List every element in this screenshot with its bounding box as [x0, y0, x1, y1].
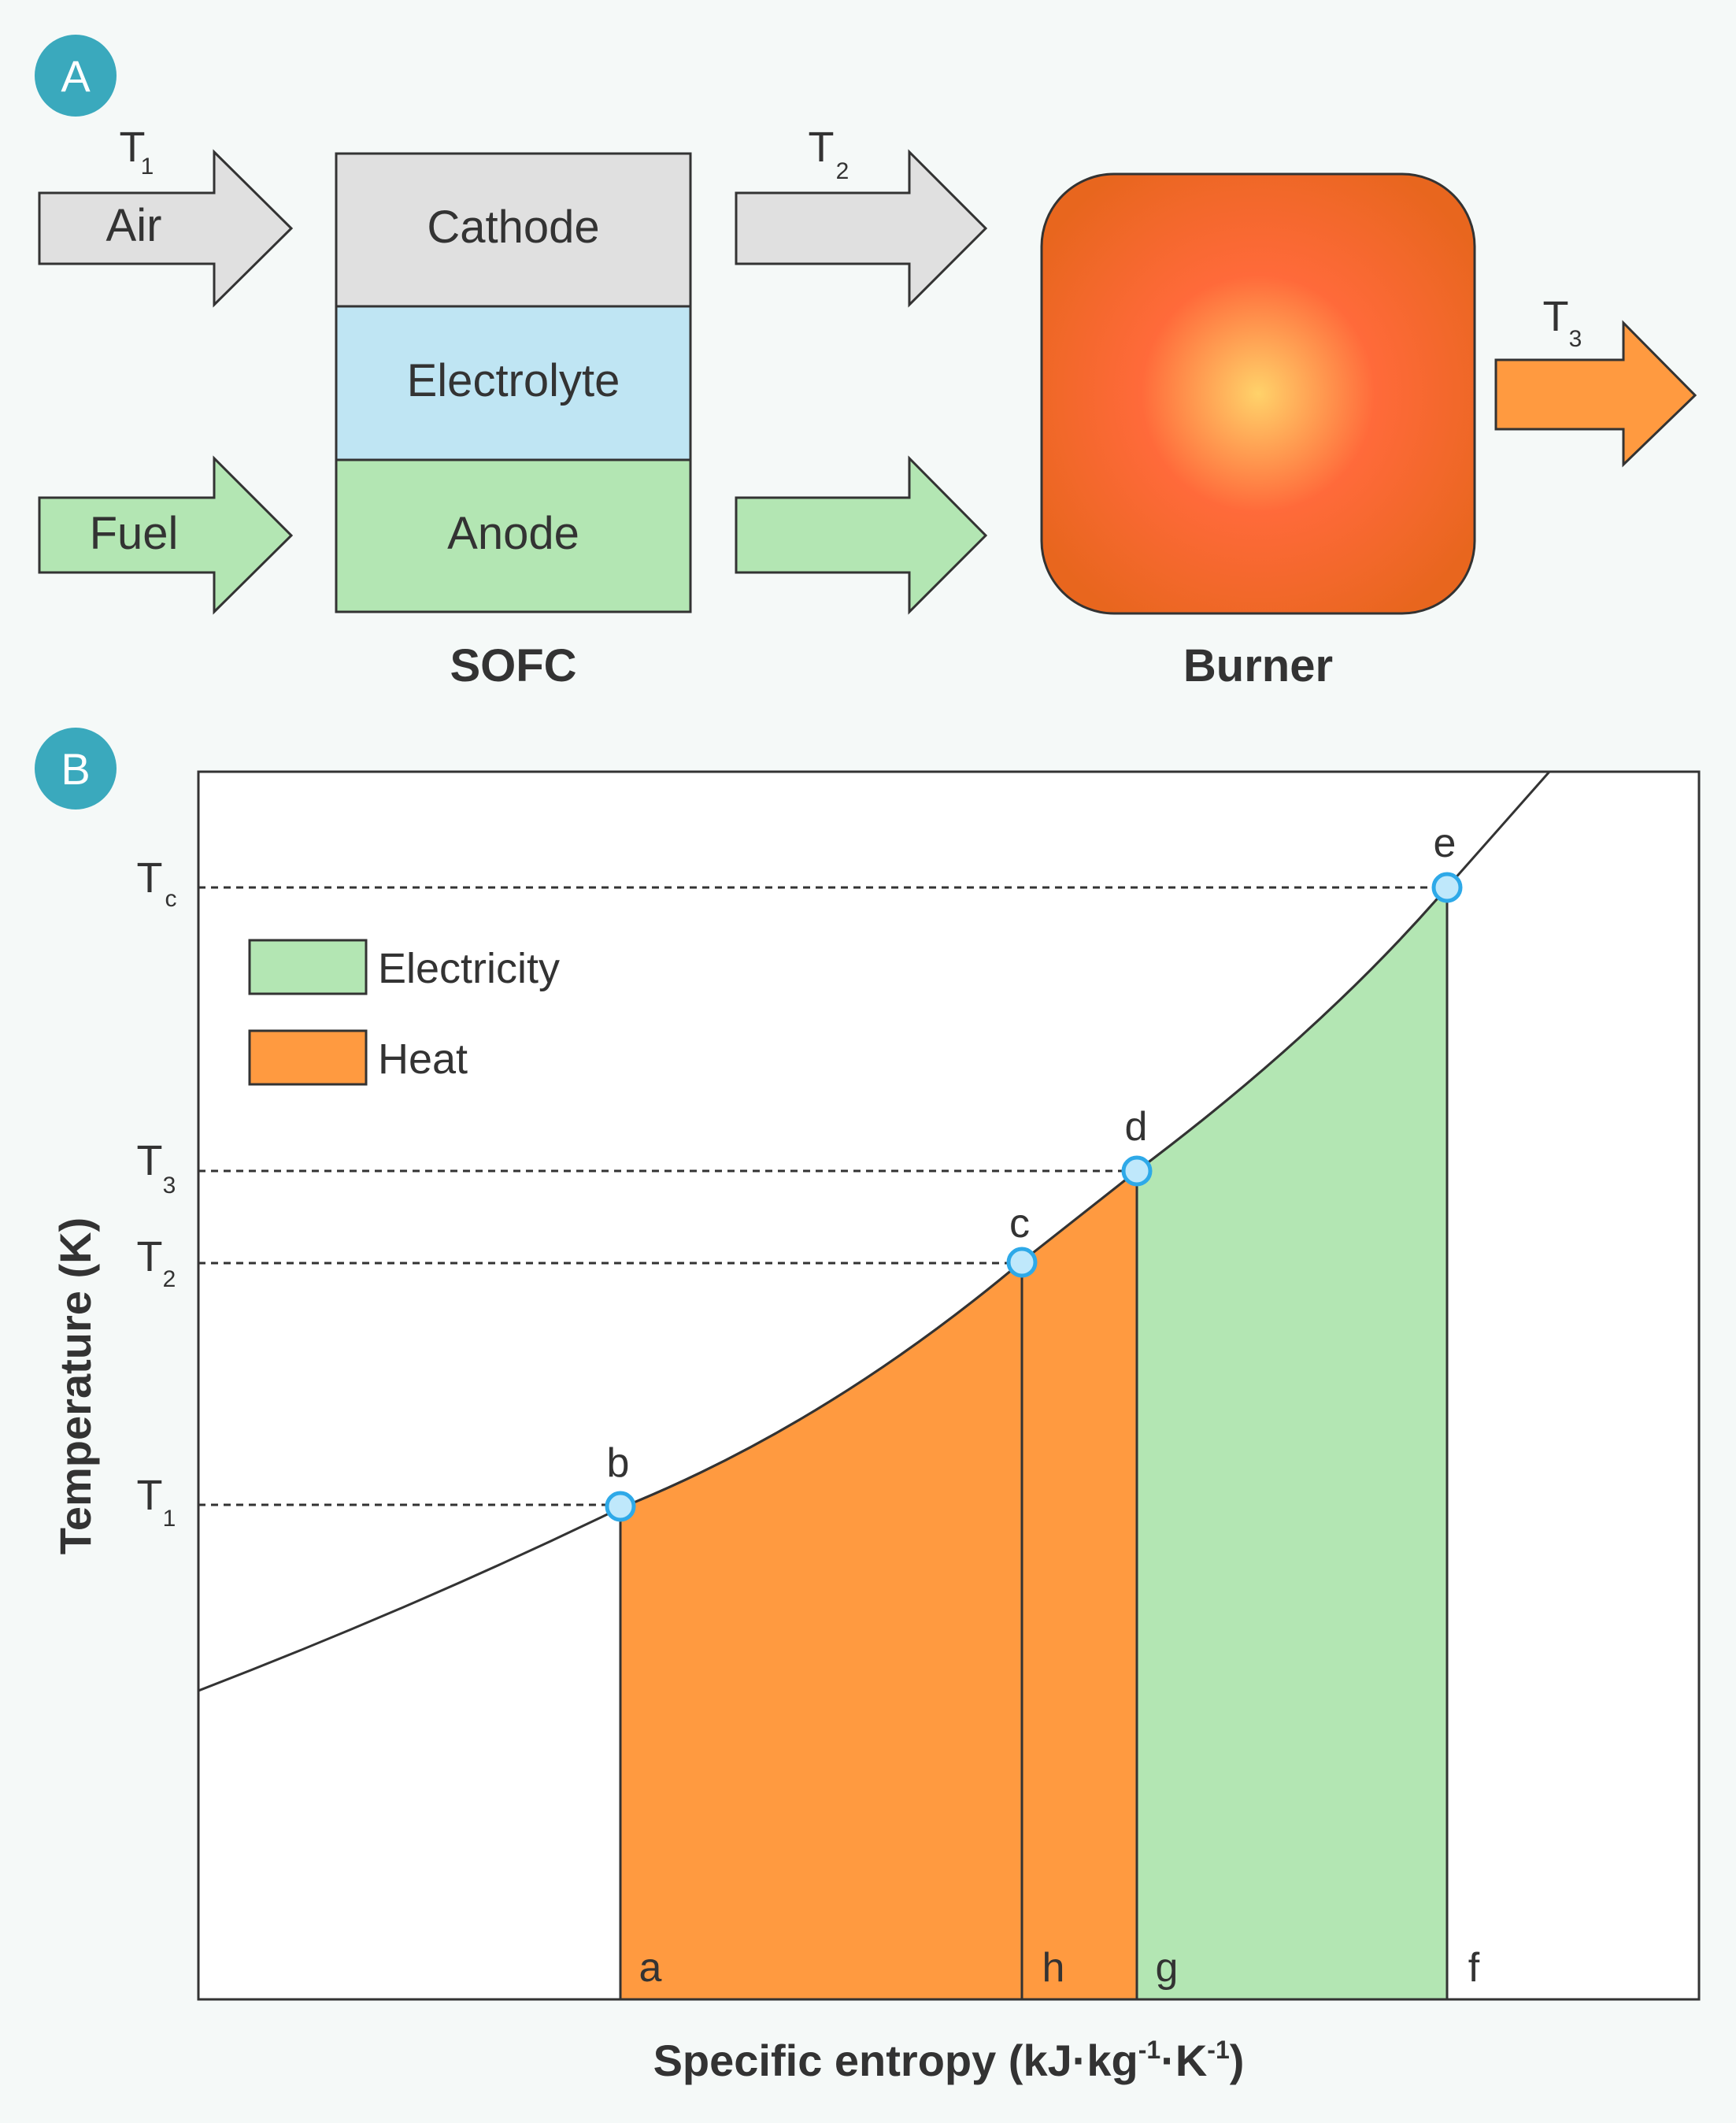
cathode-exhaust-temp-sub: 2 — [836, 158, 849, 184]
y-tick-t3-main: T — [137, 1137, 163, 1184]
fuel-inlet-label: Fuel — [90, 508, 179, 559]
cathode-exhaust-temperature: T 2 — [809, 124, 849, 184]
y-tick-tc-main: T — [137, 854, 163, 902]
air-inlet-arrow: Air — [38, 149, 294, 308]
cathode-layer — [335, 152, 692, 308]
state-point-c-label: c — [1009, 1201, 1030, 1247]
legend-swatch-electricity — [248, 939, 368, 995]
electrolyte-label: Electrolyte — [407, 355, 620, 406]
y-axis-label: Temperature (K) — [50, 1217, 100, 1554]
legend-item-electricity: Electricity — [248, 939, 560, 995]
burner-exhaust-temp-sub: 3 — [1569, 326, 1582, 352]
anode-exhaust-arrow — [735, 455, 988, 615]
entropy-mark-a: a — [639, 1945, 662, 1991]
entropy-mark-g: g — [1156, 1945, 1179, 1991]
panel-a-badge: A — [35, 35, 117, 117]
panel-b: B T c T 3 T 2 — [35, 728, 1701, 2085]
temperature-entropy-curve — [198, 771, 1551, 1692]
state-point-b-label: b — [607, 1440, 630, 1486]
legend: Electricity Heat — [248, 939, 560, 1086]
anode-label: Anode — [447, 508, 579, 559]
state-point-e: e — [1431, 821, 1463, 903]
burner-box — [1040, 172, 1476, 615]
fuel-inlet-arrow: Fuel — [38, 455, 294, 615]
x-axis-label-sup1: -1 — [1138, 2036, 1160, 2064]
panel-a-badge-label: A — [61, 51, 91, 101]
cathode-exhaust-arrow — [735, 149, 988, 308]
burner-exhaust-temp-main: T — [1543, 293, 1569, 340]
x-axis-label-end: ) — [1230, 2036, 1245, 2085]
legend-label-electricity: Electricity — [378, 945, 560, 992]
cathode-exhaust-temp-main: T — [809, 124, 835, 171]
air-inlet-temp-main: T — [120, 124, 146, 171]
y-tick-t1-main: T — [137, 1472, 163, 1519]
anode-layer — [335, 458, 692, 613]
x-axis-label: Specific entropy (kJ·kg-1·K-1) — [653, 2036, 1245, 2085]
state-point-d: d — [1121, 1104, 1153, 1187]
sofc-caption: SOFC — [450, 640, 576, 691]
burner-caption: Burner — [1183, 640, 1333, 691]
panel-b-badge: B — [35, 728, 117, 810]
y-tick-t1: T 1 — [137, 1472, 176, 1532]
legend-item-heat: Heat — [248, 1029, 468, 1086]
sofc-stack: Cathode Electrolyte Anode SOFC — [335, 152, 692, 691]
panel-a: A Air T 1 Fuel Cathode Electrolyte Anode… — [35, 35, 1697, 691]
state-point-c: c — [1006, 1201, 1038, 1278]
panel-b-badge-label: B — [61, 744, 90, 794]
air-inlet-label: Air — [106, 200, 162, 251]
heat-region-c-d — [1020, 1168, 1138, 2001]
burner: Burner — [1040, 172, 1476, 691]
legend-label-heat: Heat — [378, 1036, 468, 1083]
state-point-b: b — [605, 1440, 636, 1522]
y-tick-t3-sub: 3 — [163, 1173, 176, 1199]
y-tick-t3: T 3 — [137, 1137, 176, 1199]
y-tick-t1-sub: 1 — [163, 1506, 176, 1532]
cathode-label: Cathode — [427, 202, 599, 253]
air-inlet-temp-sub: 1 — [141, 154, 154, 180]
state-point-d-label: d — [1125, 1104, 1148, 1150]
y-tick-t2-main: T — [137, 1233, 163, 1280]
air-inlet-temperature: T 1 — [120, 124, 154, 180]
state-point-e-label: e — [1434, 821, 1457, 866]
plot-frame — [197, 770, 1701, 2001]
x-axis-label-part1: Specific entropy (kJ·kg — [653, 2036, 1138, 2085]
legend-swatch-heat — [248, 1029, 368, 1086]
x-axis-label-sup2: -1 — [1207, 2036, 1229, 2064]
x-axis-label-part2: ·K — [1160, 2036, 1207, 2085]
y-tick-t2: T 2 — [137, 1233, 176, 1292]
entropy-mark-h: h — [1042, 1945, 1065, 1991]
burner-exhaust-arrow — [1494, 320, 1697, 468]
y-tick-tc-sub: c — [165, 886, 177, 912]
temperature-reference-lines — [198, 886, 1447, 1506]
burner-exhaust-temperature: T 3 — [1543, 293, 1582, 352]
electrolyte-layer — [335, 305, 692, 461]
y-tick-tc: T c — [137, 854, 177, 912]
entropy-mark-f: f — [1468, 1945, 1480, 1991]
y-tick-t2-sub: 2 — [163, 1266, 176, 1292]
